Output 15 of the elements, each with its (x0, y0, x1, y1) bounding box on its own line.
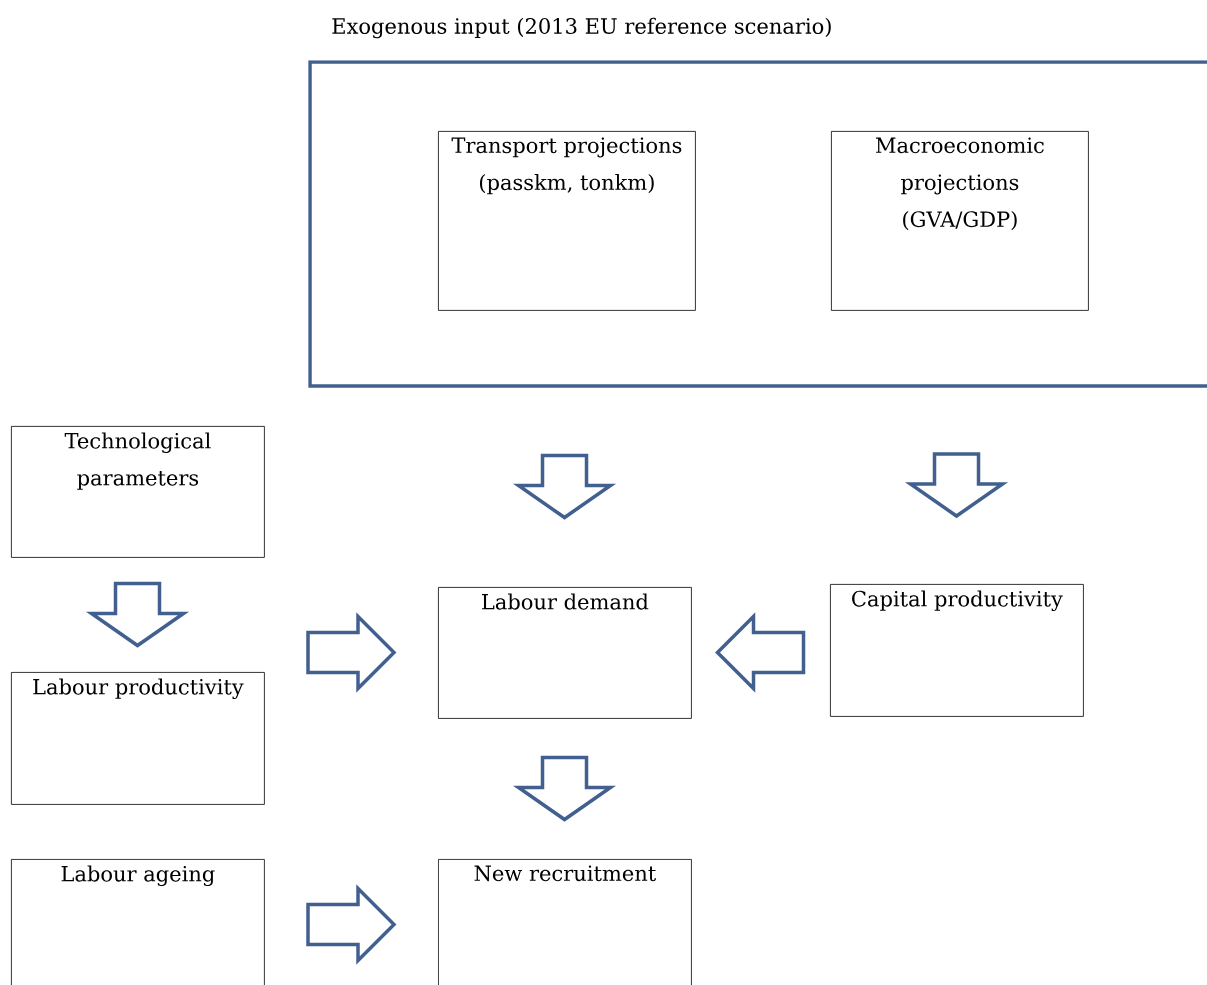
block-arrow (904, 452, 1009, 519)
block-arrow (306, 884, 397, 965)
block-arrow (715, 612, 806, 693)
process-box: New recruitment (438, 859, 692, 985)
process-box: Transport projections (passkm, tonkm) (438, 131, 696, 311)
block-arrow (512, 453, 617, 520)
process-box: Labour demand (438, 587, 692, 719)
block-arrow (512, 755, 617, 822)
process-box: Technological parameters (11, 426, 265, 558)
process-box: Labour ageing (11, 859, 265, 985)
process-box: Labour productivity (11, 672, 265, 805)
block-arrow (306, 612, 397, 693)
process-box: Macroeconomic projections (GVA/GDP) (831, 131, 1089, 311)
block-arrow (85, 581, 190, 648)
process-box: Capital productivity (830, 584, 1084, 717)
